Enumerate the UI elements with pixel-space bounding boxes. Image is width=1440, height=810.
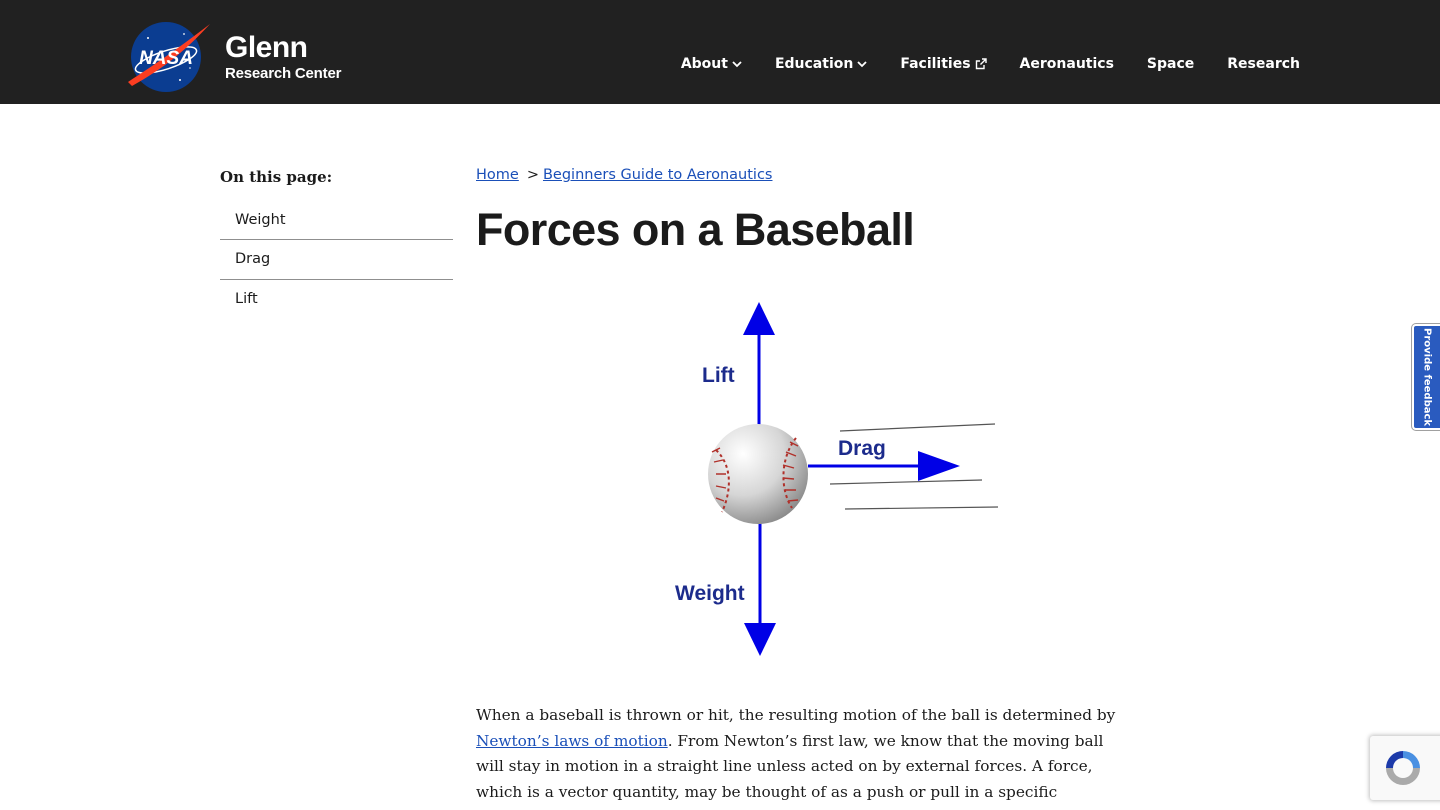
paragraph-text: When a baseball is thrown or hit, the re… [476, 706, 1116, 724]
logo-title: Glenn [225, 31, 308, 64]
breadcrumb-current-link[interactable]: Beginners Guide to Aeronautics [542, 167, 773, 183]
forces-diagram: Lift Drag Weight [620, 290, 1020, 680]
site-header: NASA Glenn Research Center About Educati… [0, 0, 1440, 104]
lift-label: Lift [702, 364, 735, 387]
nav-research[interactable]: Research [1227, 56, 1300, 72]
svg-text:NASA: NASA [139, 48, 193, 69]
nav-about-label: About [680, 56, 728, 72]
forces-diagram-svg: Lift Drag Weight [675, 302, 999, 656]
recaptcha-icon [1386, 751, 1420, 785]
feedback-label: Provide feedback [1421, 327, 1433, 427]
chevron-down-icon [732, 60, 742, 68]
drag-label: Drag [838, 437, 886, 460]
nav-education-label: Education [774, 56, 854, 72]
nav-education[interactable]: Education [775, 56, 867, 72]
nav-about[interactable]: About [681, 56, 742, 72]
breadcrumb-home-link[interactable]: Home [476, 167, 519, 183]
flow-line [844, 506, 999, 510]
flow-line [829, 479, 983, 485]
nav-facilities[interactable]: Facilities [900, 56, 987, 72]
paragraph-text: . From Newton’s first law, we know that … [476, 731, 1104, 810]
nav-aeronautics[interactable]: Aeronautics [1019, 56, 1114, 72]
flow-line [839, 423, 996, 432]
page-title: Forces on a Baseball [476, 204, 915, 255]
main-nav: About Education Facilities Aeronautics S… [681, 56, 1300, 72]
newtons-laws-link[interactable]: Newton’s laws of motion [476, 731, 668, 750]
intro-paragraph: When a baseball is thrown or hit, the re… [476, 703, 1126, 810]
nav-space[interactable]: Space [1146, 56, 1195, 72]
breadcrumb: Home >Beginners Guide to Aeronautics [476, 163, 1121, 187]
toc-item-drag[interactable]: Drag [220, 240, 453, 280]
lift-arrow-head [743, 302, 775, 335]
main-content: Home >Beginners Guide to Aeronautics Forc… [476, 163, 1121, 255]
chevron-down-icon [857, 60, 867, 68]
logo-subtitle: Research Center [225, 65, 342, 82]
toc-item-weight[interactable]: Weight [220, 205, 453, 240]
toc-list: Weight Drag Lift [220, 205, 453, 320]
recaptcha-badge[interactable] [1370, 736, 1440, 800]
nasa-logo-icon: NASA [128, 22, 210, 92]
toc-item-lift[interactable]: Lift [235, 291, 258, 307]
baseball-icon [708, 424, 808, 524]
on-this-page-sidebar: On this page: Weight Drag Lift [220, 165, 453, 320]
drag-arrow-head [918, 451, 960, 481]
weight-arrow-head [744, 623, 776, 656]
breadcrumb-separator: > [526, 167, 539, 183]
weight-label: Weight [675, 582, 745, 605]
nav-facilities-label: Facilities [900, 56, 971, 72]
external-link-icon [975, 58, 987, 70]
provide-feedback-button[interactable]: Provide feedback [1412, 324, 1440, 430]
sidebar-title: On this page: [220, 168, 333, 186]
site-logo[interactable]: NASA Glenn Research Center [124, 20, 341, 94]
